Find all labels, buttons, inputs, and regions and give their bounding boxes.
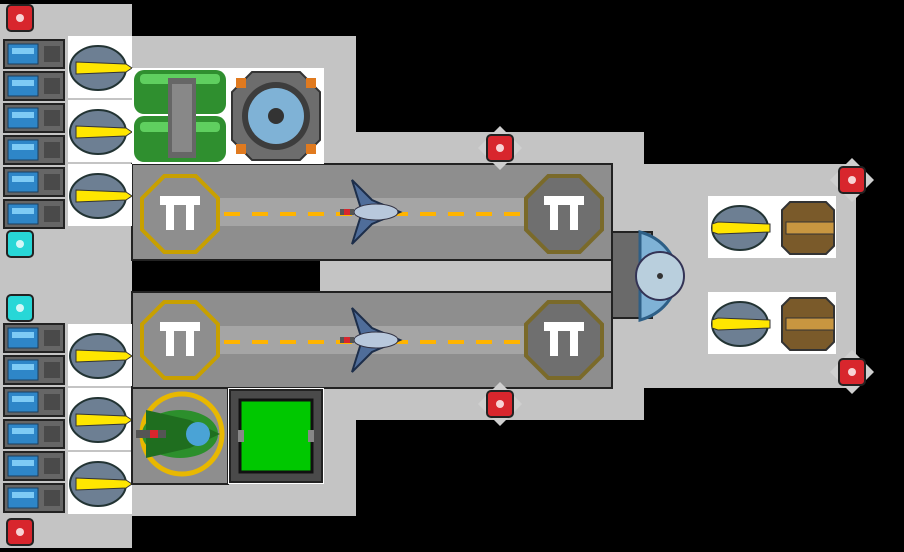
- pad-octagon: [140, 300, 220, 380]
- runway-dash: [308, 340, 324, 344]
- cannon-turret: [68, 36, 133, 98]
- landing-pad: [140, 300, 220, 380]
- cannon-turrets: [68, 36, 133, 514]
- capacitor-bank: [3, 39, 65, 513]
- landing-pad: [140, 174, 220, 254]
- runway-dash: [476, 212, 492, 216]
- hangar-fighters: [340, 179, 403, 373]
- runway-dash: [280, 340, 296, 344]
- pad-pi-glyph: [544, 322, 584, 356]
- runway-dash: [448, 340, 464, 344]
- rail-turret: [708, 292, 836, 354]
- capacitor-cell: [3, 483, 65, 513]
- warning-light: [6, 518, 34, 546]
- runway-dash: [392, 340, 408, 344]
- runway-dash: [504, 340, 520, 344]
- capacitor-cell: [3, 323, 65, 353]
- runway-dash: [252, 340, 268, 344]
- pad-octagon: [524, 300, 604, 380]
- capacitor-cell: [3, 355, 65, 385]
- rail-turret: [708, 196, 836, 258]
- runway-dash: [280, 212, 296, 216]
- warning-light: [478, 382, 522, 426]
- capacitor-cell: [3, 39, 65, 69]
- capacitor-cell: [3, 451, 65, 481]
- runway-dash: [476, 340, 492, 344]
- pad-pi-glyph: [544, 196, 584, 230]
- reactor-core: [228, 388, 324, 484]
- runway-dash: [252, 212, 268, 216]
- warning-light: [478, 126, 522, 170]
- cannon-turret: [68, 324, 133, 386]
- cannon-turret: [68, 164, 133, 226]
- runway-dash: [224, 212, 240, 216]
- capacitor-cell: [3, 71, 65, 101]
- pad-octagon: [524, 174, 604, 254]
- runway-dash: [392, 212, 408, 216]
- fighter-icon: [340, 179, 403, 245]
- capacitor-cell: [3, 103, 65, 133]
- capacitor-cell: [3, 387, 65, 417]
- capacitor-cell: [3, 167, 65, 197]
- shield-generator: [228, 68, 324, 164]
- runway-dash: [448, 212, 464, 216]
- warning-light: [830, 350, 874, 394]
- green-fighter: [131, 387, 229, 485]
- landing-pad: [524, 174, 604, 254]
- runway-dash: [420, 340, 436, 344]
- rail-turrets: [708, 196, 836, 354]
- warning-light: [6, 4, 34, 32]
- capacitor-cell: [3, 419, 65, 449]
- pad-pi-glyph: [160, 196, 200, 230]
- hull-lights: [6, 4, 874, 546]
- pad-pi-glyph: [160, 322, 200, 356]
- capacitor-cell: [3, 135, 65, 165]
- cockpit-dome: [611, 230, 685, 322]
- runway-dash: [224, 340, 240, 344]
- runway-dash: [420, 212, 436, 216]
- reactor-cylinders: [132, 68, 228, 164]
- pad-octagon: [140, 174, 220, 254]
- sensor-light: [6, 294, 34, 322]
- landing-pads: [140, 174, 604, 380]
- fighter-icon: [340, 307, 403, 373]
- runway-dash: [504, 212, 520, 216]
- capacitor-cell: [3, 199, 65, 229]
- warning-light: [830, 158, 874, 202]
- landing-pad: [524, 300, 604, 380]
- cannon-turret: [68, 388, 133, 450]
- runway-dash: [308, 212, 324, 216]
- cannon-turret: [68, 100, 133, 162]
- cannon-turret: [68, 452, 133, 514]
- sensor-light: [6, 230, 34, 258]
